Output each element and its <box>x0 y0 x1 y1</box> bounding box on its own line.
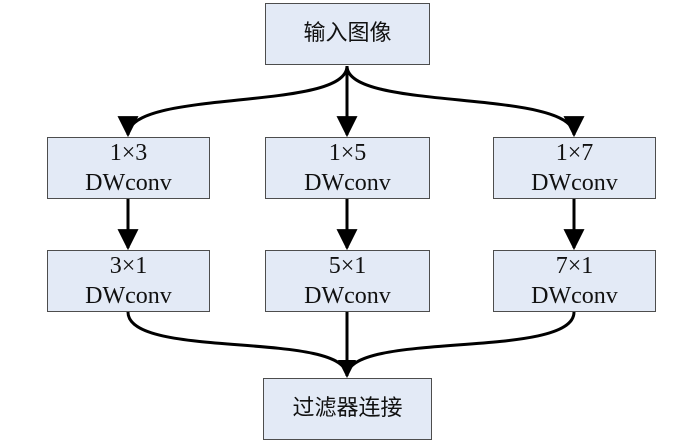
dwconv-1x3-node: 1×3 DWconv <box>47 137 210 199</box>
kernel-size-label: 1×3 <box>109 140 148 166</box>
dwconv-1x5-node: 1×5 DWconv <box>265 137 430 199</box>
kernel-size-label: 7×1 <box>555 253 594 279</box>
op-label: DWconv <box>85 170 172 196</box>
kernel-size-label: 3×1 <box>109 253 148 279</box>
arrow-3x1-to-output <box>126 311 356 378</box>
arrow-7x1-to-output <box>338 311 576 378</box>
dwconv-7x1-node: 7×1 DWconv <box>493 250 656 312</box>
input-image-label: 输入图像 <box>303 21 392 46</box>
op-label: DWconv <box>531 283 618 309</box>
arrow-input-to-1x7 <box>345 65 585 138</box>
filter-concat-node: 过滤器连接 <box>263 378 432 440</box>
input-image-node: 输入图像 <box>265 3 430 65</box>
filter-concat-label: 过滤器连接 <box>292 396 403 421</box>
dwconv-3x1-node: 3×1 DWconv <box>47 250 210 312</box>
kernel-size-label: 5×1 <box>328 253 367 279</box>
kernel-size-label: 1×5 <box>328 140 367 166</box>
dwconv-1x7-node: 1×7 DWconv <box>493 137 656 199</box>
op-label: DWconv <box>304 283 391 309</box>
dwconv-5x1-node: 5×1 DWconv <box>265 250 430 312</box>
op-label: DWconv <box>531 170 618 196</box>
op-label: DWconv <box>85 283 172 309</box>
kernel-size-label: 1×7 <box>555 140 594 166</box>
op-label: DWconv <box>304 170 391 196</box>
arrow-input-to-1x3 <box>117 65 349 138</box>
